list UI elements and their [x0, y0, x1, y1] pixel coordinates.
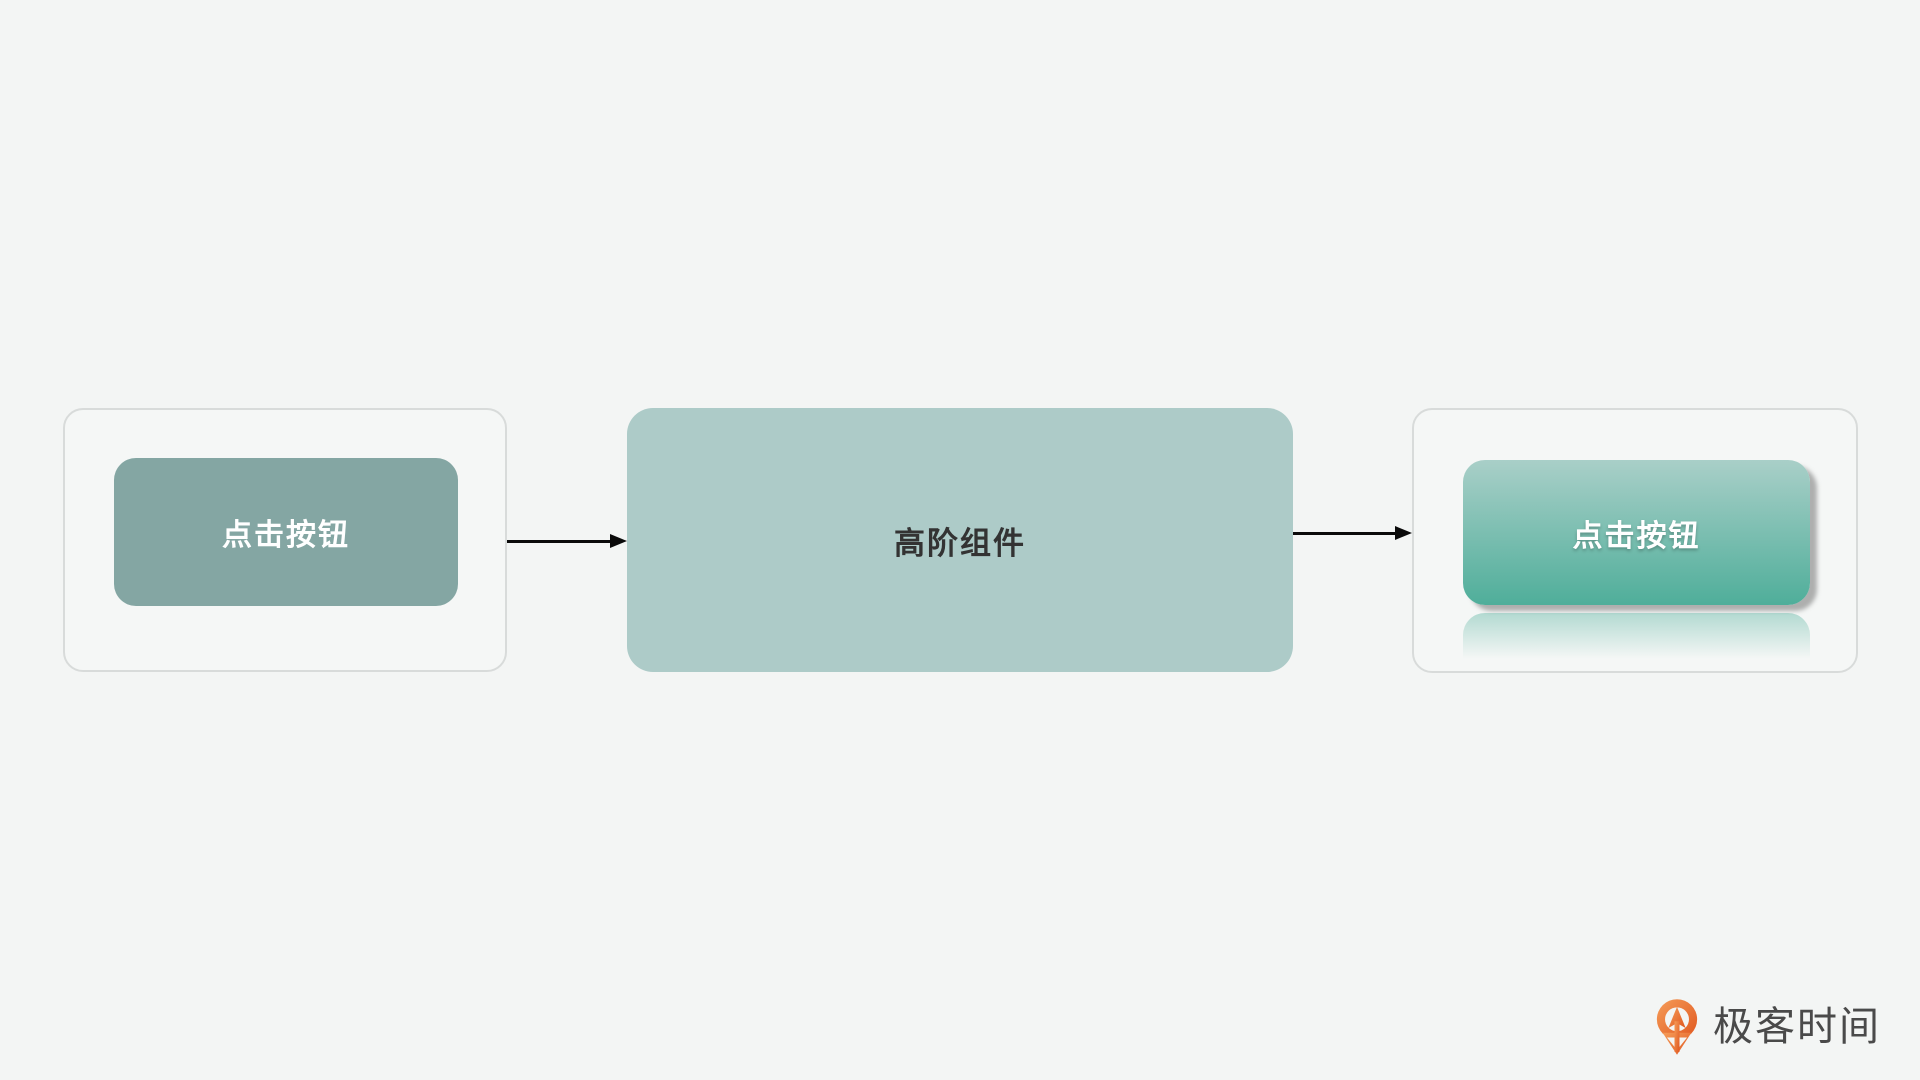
- arrow-source-to-hoc: [507, 534, 627, 548]
- geektime-logo-icon: [1656, 999, 1698, 1055]
- source-click-button[interactable]: 点击按钮: [114, 458, 458, 606]
- arrow-shaft: [507, 539, 610, 543]
- arrow-hoc-to-enhanced: [1293, 526, 1412, 540]
- enhanced-click-button[interactable]: 点击按钮: [1463, 460, 1810, 605]
- geektime-logo-text: 极客时间: [1713, 1005, 1881, 1049]
- arrow-shaft: [1293, 531, 1395, 535]
- arrowhead-icon: [1395, 526, 1412, 540]
- arrowhead-icon: [610, 534, 627, 548]
- hoc-node-label: 高阶组件: [894, 525, 1026, 561]
- geektime-logo: 极客时间: [1654, 996, 1881, 1058]
- hoc-node: 高阶组件: [627, 408, 1293, 672]
